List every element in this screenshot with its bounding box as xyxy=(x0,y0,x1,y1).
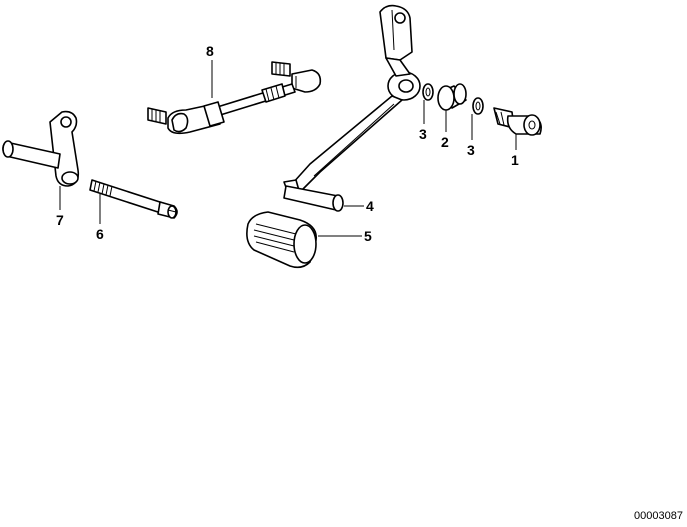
callout-6: 6 xyxy=(96,226,104,242)
part-2-bushing xyxy=(437,83,467,111)
document-id: 00003087 xyxy=(634,510,683,522)
part-3-washer-left xyxy=(422,83,434,101)
callout-4: 4 xyxy=(366,198,374,214)
part-5-rubber-pad xyxy=(246,211,317,269)
part-1-pivot-bolt xyxy=(493,107,542,136)
callout-3-right: 3 xyxy=(467,142,475,158)
part-4-peg-tube xyxy=(283,185,344,212)
part-6-bolt xyxy=(89,179,178,219)
callout-3-left: 3 xyxy=(419,126,427,142)
callout-7: 7 xyxy=(56,212,64,228)
callout-5: 5 xyxy=(364,228,372,244)
callout-1: 1 xyxy=(511,152,519,168)
main-pedal-arm xyxy=(283,4,421,199)
part-8-linkage-rod xyxy=(147,61,322,135)
callout-8: 8 xyxy=(206,43,214,59)
part-3-washer-right xyxy=(472,97,484,115)
leader-lines xyxy=(59,60,517,237)
callout-2: 2 xyxy=(441,134,449,150)
part-7-shift-lever xyxy=(2,110,80,187)
